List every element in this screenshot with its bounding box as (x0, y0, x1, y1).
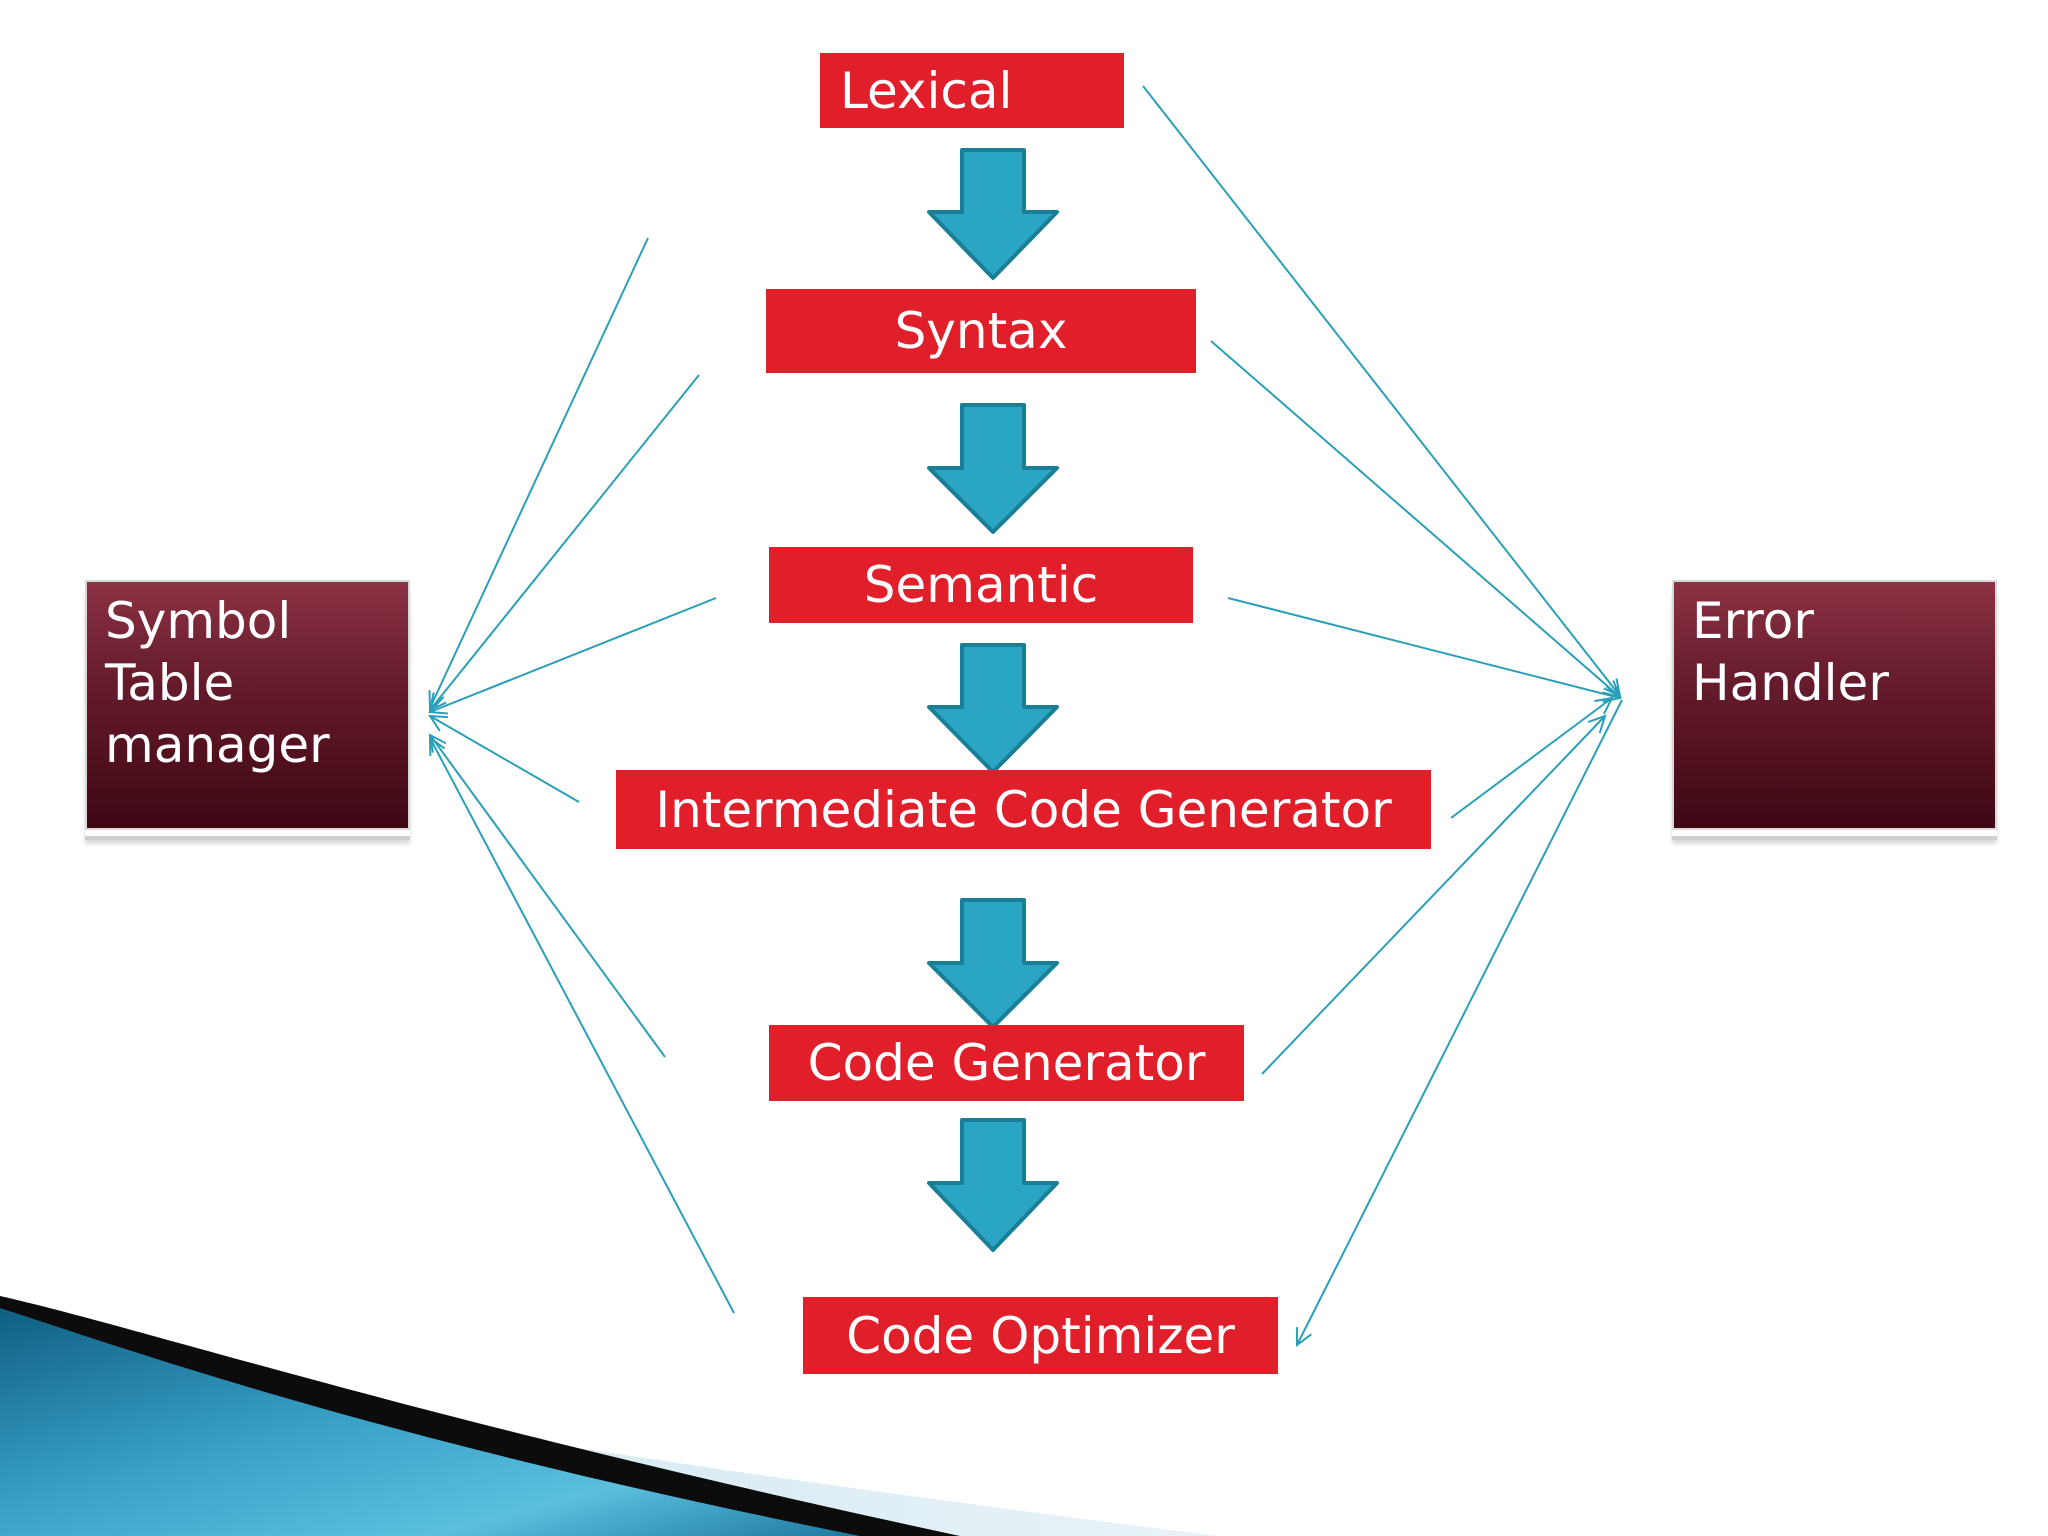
connector-lexical-to-error-handler (1142, 85, 1620, 696)
connector-optimizer-to-symbol-table (430, 738, 735, 1314)
phase-intermediate-code-generator-label: Intermediate Code Generator (655, 780, 1392, 839)
down-arrow-1 (927, 148, 1059, 280)
connector-semantic-to-symbol-table (430, 597, 717, 712)
flow-arrows (927, 148, 1059, 1252)
phase-syntax-label: Syntax (894, 302, 1068, 360)
phase-semantic-label: Semantic (863, 556, 1099, 614)
connector-codegen-to-error-handler (1261, 716, 1605, 1075)
connector-syntax-to-symbol-table (430, 374, 700, 710)
error-handler-box: Error Handler (1672, 580, 1997, 830)
phase-lexical: Lexical (820, 53, 1124, 128)
error-handler-line-2: Handler (1692, 654, 1889, 712)
down-arrow-5 (927, 1118, 1059, 1252)
connector-intermediate-to-error-handler (1450, 698, 1612, 819)
connector-lexical-to-symbol-table (430, 237, 649, 708)
symbol-table-line-1: Symbol (105, 592, 292, 650)
symbol-table-line-3: manager (105, 716, 330, 774)
symbol-table-connectors (430, 237, 735, 1314)
error-handler-line-1: Error (1692, 592, 1814, 650)
symbol-table-line-2: Table (105, 654, 235, 712)
phase-lexical-label: Lexical (840, 61, 1013, 120)
phase-semantic: Semantic (769, 547, 1193, 623)
down-arrow-3 (927, 643, 1059, 774)
decorative-swoosh (0, 1296, 1220, 1536)
connector-intermediate-to-symbol-table (430, 716, 580, 803)
phase-intermediate-code-generator: Intermediate Code Generator (616, 770, 1431, 849)
phase-code-optimizer-label: Code Optimizer (846, 1306, 1235, 1365)
connector-codegen-to-symbol-table (430, 735, 666, 1058)
phase-code-optimizer: Code Optimizer (803, 1297, 1278, 1374)
down-arrow-2 (927, 403, 1059, 534)
connector-syntax-to-error-handler (1210, 340, 1620, 697)
phase-syntax: Syntax (766, 289, 1196, 373)
connector-error-handler-to-optimizer (1297, 699, 1623, 1345)
phase-code-generator-label: Code Generator (807, 1034, 1206, 1092)
error-handler-connectors (1142, 85, 1623, 1345)
phase-code-generator: Code Generator (769, 1025, 1244, 1101)
down-arrow-4 (927, 898, 1059, 1029)
connector-semantic-to-error-handler (1227, 597, 1620, 698)
symbol-table-manager-box: Symbol Table manager (85, 580, 410, 830)
